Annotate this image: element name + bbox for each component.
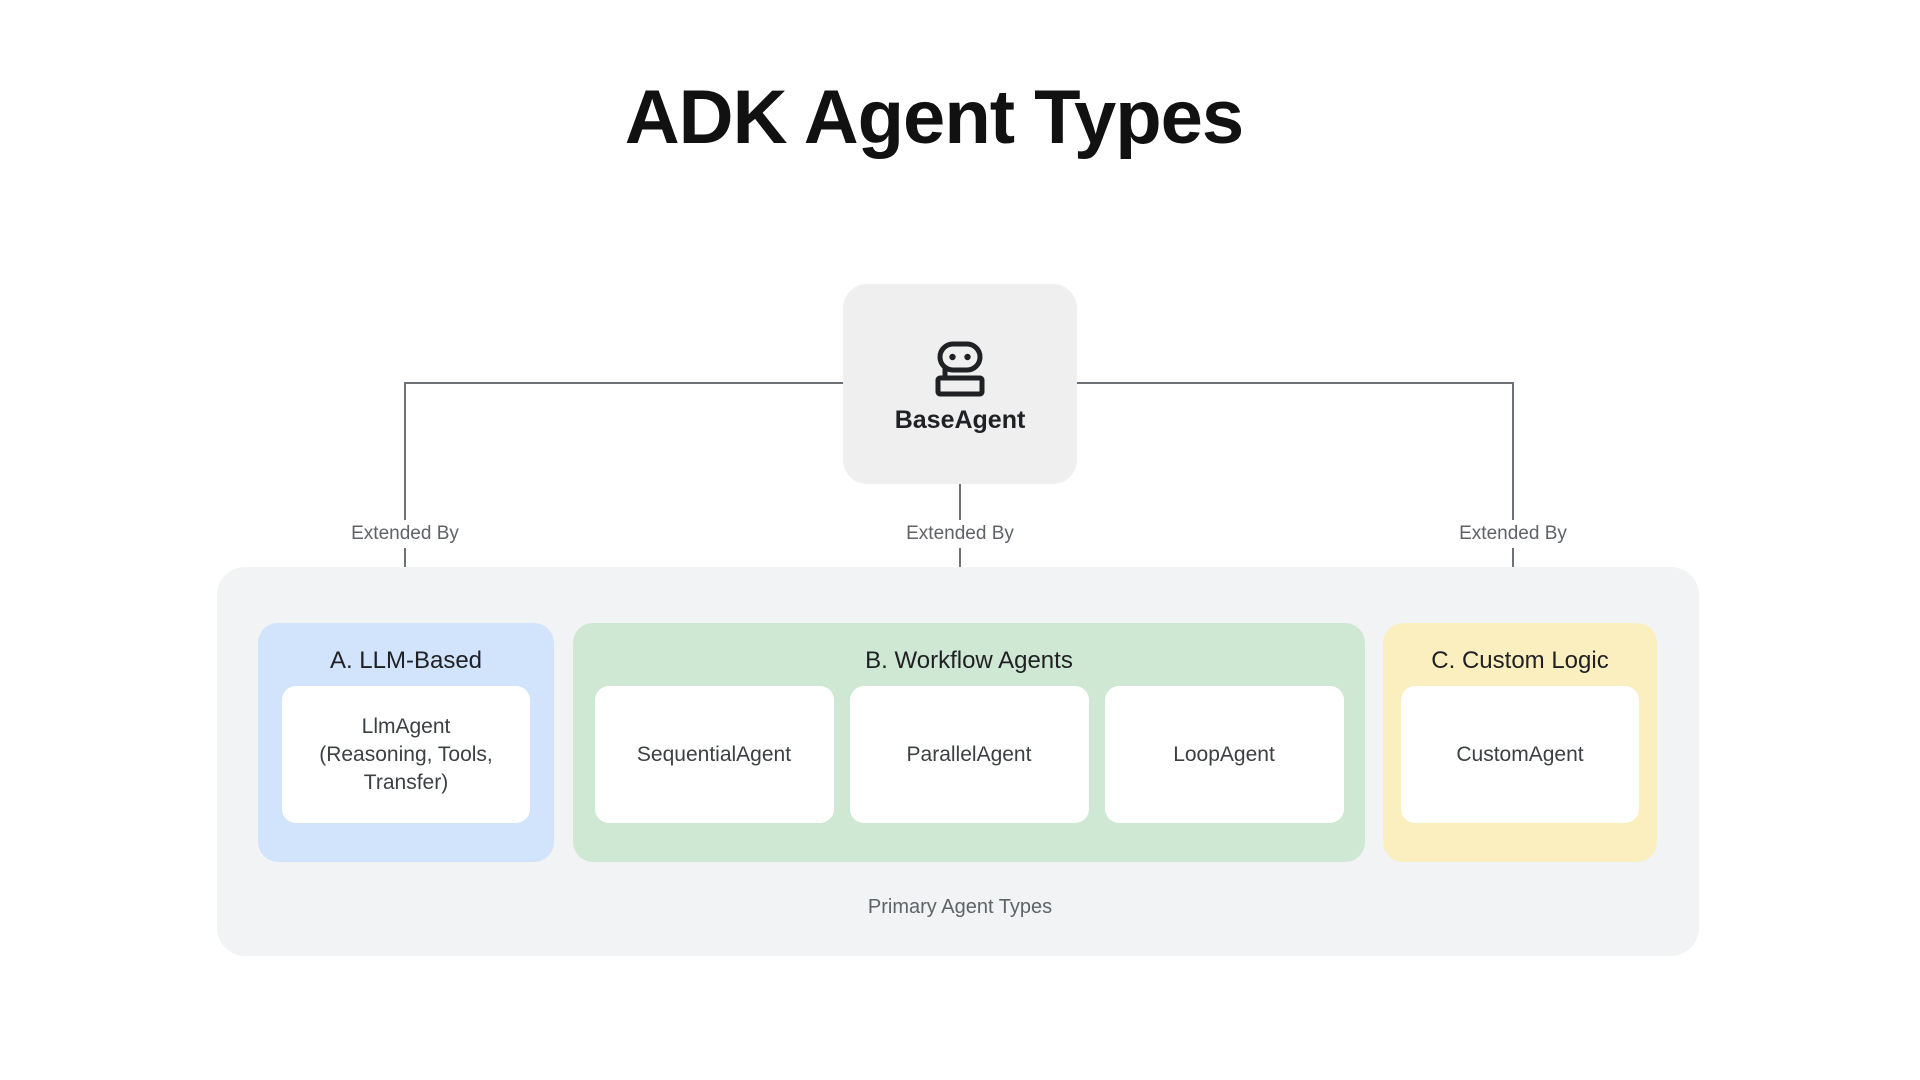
page-title: ADK Agent Types <box>624 75 1244 160</box>
agent-box-loopagent: LoopAgent <box>1104 686 1344 823</box>
group-header-llm-based: A. LLM-Based <box>329 647 483 674</box>
base-agent-label: BaseAgent <box>894 405 1026 434</box>
agent-box-customagent: CustomAgent <box>1401 686 1639 823</box>
group-items-row: LlmAgent (Reasoning, Tools, Transfer) <box>258 686 554 823</box>
edge-label-right: Extended By <box>1450 520 1576 548</box>
group-card-workflow-agents: B. Workflow Agents SequentialAgent Paral… <box>573 623 1365 862</box>
agent-label: LoopAgent <box>1173 742 1275 766</box>
group-header-workflow-agents: B. Workflow Agents <box>865 647 1073 674</box>
group-card-custom-logic: C. Custom Logic CustomAgent <box>1383 623 1657 862</box>
group-items-row: SequentialAgent ParallelAgent LoopAgent <box>573 686 1365 823</box>
base-agent-node: BaseAgent <box>843 284 1077 484</box>
agent-label: SequentialAgent <box>636 742 792 766</box>
agent-box-sequentialagent: SequentialAgent <box>594 686 834 823</box>
group-card-llm-based: A. LLM-Based LlmAgent (Reasoning, Tools,… <box>258 623 554 862</box>
agent-box-parallelagent: ParallelAgent <box>849 686 1089 823</box>
robot-icon <box>935 341 985 396</box>
group-header-custom-logic: C. Custom Logic <box>1431 647 1609 674</box>
agent-label: ParallelAgent <box>906 742 1032 766</box>
edge-label-left: Extended By <box>342 520 468 548</box>
agent-label: LlmAgent (Reasoning, Tools, Transfer) <box>319 714 493 794</box>
group-items-row: CustomAgent <box>1383 686 1657 823</box>
edge-label-middle: Extended By <box>897 520 1023 548</box>
agent-box-llmagent: LlmAgent (Reasoning, Tools, Transfer) <box>282 686 530 823</box>
agent-label: CustomAgent <box>1456 742 1584 766</box>
container-caption: Primary Agent Types <box>867 896 1053 918</box>
